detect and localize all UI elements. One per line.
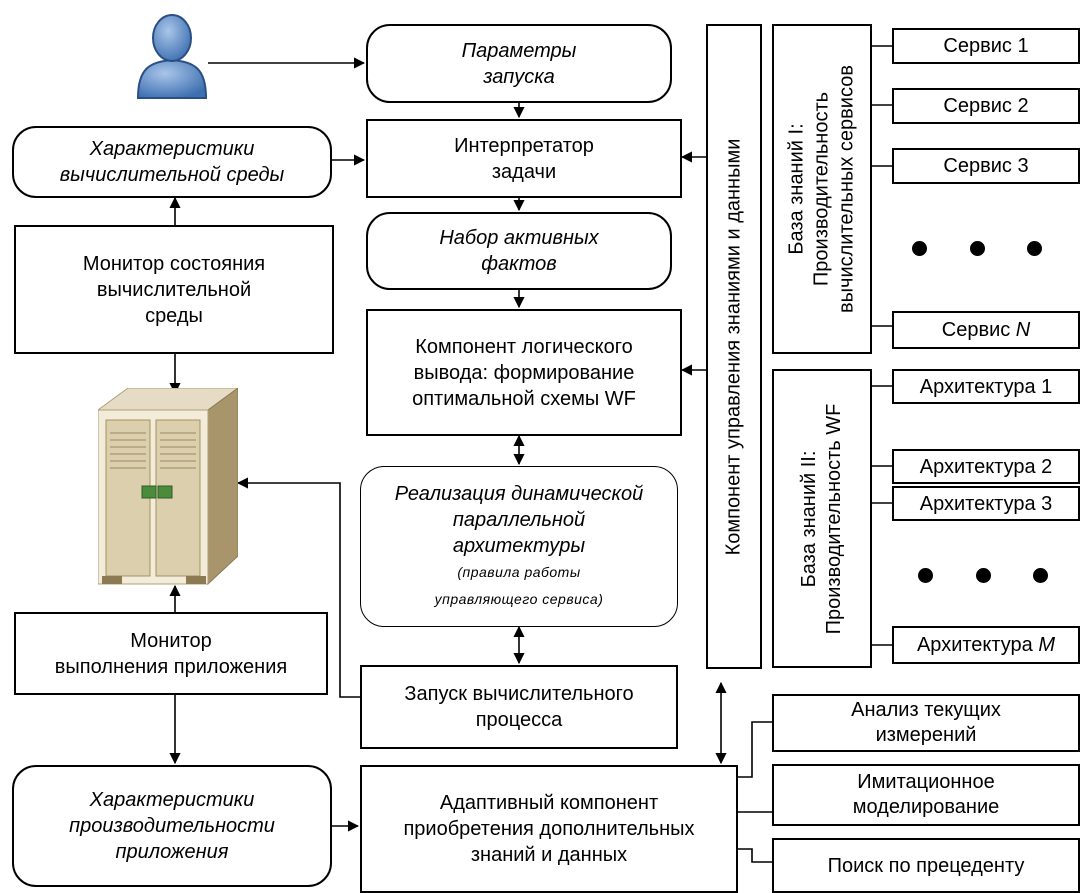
service-1: Сервис 1 <box>892 28 1080 64</box>
service-1-label: Сервис 1 <box>943 35 1029 57</box>
edge-adaptive-to-analysis <box>738 721 772 778</box>
node-knowledge-base-1-line3: вычислительных сервисов <box>835 65 858 313</box>
node-app-monitor: Монитор выполнения приложения <box>14 612 328 695</box>
node-dynamic-architecture-line3: архитектуры <box>452 534 586 557</box>
node-simulation-line1: Имитационное <box>857 771 995 793</box>
node-env-monitor-line2: вычислительной <box>96 278 252 301</box>
ellipsis-dot <box>918 567 933 583</box>
node-inference-line1: Компонент логического <box>415 335 633 358</box>
node-knowledge-management: Компонент управления знаниями и данными <box>706 24 762 669</box>
node-inference-line3: оптимальной схемы WF <box>412 387 636 410</box>
node-simulation-modeling: Имитационное моделирование <box>772 764 1080 826</box>
node-launch-params-line2: запуска <box>483 65 555 88</box>
node-app-performance-line1: Характеристики <box>89 789 255 811</box>
service-n: Сервис N <box>892 311 1080 349</box>
node-knowledge-base-1-label: База знаний I: Производительность вычисл… <box>785 65 860 313</box>
node-inference-line2: вывода: формирование <box>413 361 635 384</box>
architecture-1-label: Архитектура 1 <box>919 375 1053 398</box>
node-dynamic-architecture-note1: (правила работы <box>457 563 581 580</box>
node-dynamic-architecture-line2: параллельной <box>452 508 586 531</box>
node-analysis-line1: Анализ текущих <box>851 699 1001 721</box>
node-app-performance-line2: производительности <box>69 815 275 837</box>
node-active-facts: Набор активных фактов <box>366 212 672 290</box>
node-interpreter-line2: задачи <box>491 160 557 183</box>
architecture-2: Архитектура 2 <box>892 449 1080 484</box>
node-launch-params: Параметры запуска <box>366 24 672 103</box>
service-n-var: N <box>1015 319 1031 341</box>
node-app-performance: Характеристики производительности прилож… <box>12 765 332 887</box>
node-simulation-line2: моделирование <box>852 796 1000 818</box>
service-2-label: Сервис 2 <box>943 95 1029 117</box>
node-precedent-search: Поиск по прецеденту <box>772 838 1080 893</box>
node-knowledge-management-label: Компонент управления знаниями и данными <box>722 138 745 555</box>
node-active-facts-line2: фактов <box>481 253 557 275</box>
node-launch-process: Запуск вычислительного процесса <box>360 665 678 749</box>
node-analysis-line2: измерений <box>875 724 977 746</box>
node-app-monitor-line1: Монитор <box>130 629 212 652</box>
server-rack-icon <box>98 388 238 586</box>
architecture-3-label: Архитектура 3 <box>919 492 1053 515</box>
node-active-facts-line1: Набор активных <box>439 227 599 249</box>
ellipsis-dot <box>1033 567 1048 583</box>
node-env-monitor-line1: Монитор состояния <box>82 252 266 275</box>
node-knowledge-base-2-line2: Производительность WF <box>823 403 845 634</box>
service-3: Сервис 3 <box>892 148 1080 184</box>
ellipsis-dot <box>1027 240 1042 256</box>
architecture-2-label: Архитектура 2 <box>919 455 1053 478</box>
ellipsis-dot <box>912 240 927 256</box>
node-knowledge-base-2: База знаний II: Производительность WF <box>772 369 872 668</box>
node-knowledge-base-1-line2: Производительность <box>810 91 833 287</box>
architecture-1: Архитектура 1 <box>892 369 1080 404</box>
node-env-monitor: Монитор состояния вычислительной среды <box>14 225 334 354</box>
node-dynamic-architecture-line1: Реализация динамической <box>394 482 644 505</box>
node-adaptive: Адаптивный компонент приобретения дополн… <box>360 765 738 893</box>
node-env-characteristics: Характеристики вычислительной среды <box>12 126 332 198</box>
node-knowledge-base-1-line1: База знаний I: <box>785 123 808 255</box>
ellipsis-dot <box>969 240 985 256</box>
node-knowledge-base-1: База знаний I: Производительность вычисл… <box>772 24 872 354</box>
architecture-m-prefix: Архитектура <box>916 634 1039 656</box>
node-current-measurements-analysis: Анализ текущих измерений <box>772 694 1080 752</box>
architecture-m: Архитектура M <box>892 626 1080 664</box>
node-env-characteristics-line1: Характеристики <box>89 138 255 160</box>
edge-adaptive-to-precedent <box>738 848 772 863</box>
node-knowledge-base-2-label: База знаний II: Производительность WF <box>797 403 847 634</box>
user-icon <box>136 14 208 99</box>
node-launch-process-line1: Запуск вычислительного <box>404 683 634 705</box>
node-adaptive-line3: знаний и данных <box>470 844 628 866</box>
node-dynamic-architecture: Реализация динамической параллельной арх… <box>360 466 678 627</box>
node-app-performance-line3: приложения <box>115 841 229 863</box>
node-interpreter-line1: Интерпретатор <box>454 134 594 157</box>
node-dynamic-architecture-note2: управляющего сервиса) <box>434 590 604 607</box>
node-knowledge-base-2-line1: База знаний II: <box>798 450 820 587</box>
node-launch-params-line1: Параметры <box>461 39 577 62</box>
architectures-ellipsis <box>918 567 1048 583</box>
node-adaptive-line2: приобретения дополнительных <box>403 818 695 840</box>
node-precedent-label: Поиск по прецеденту <box>827 854 1025 877</box>
service-2: Сервис 2 <box>892 88 1080 124</box>
node-adaptive-line1: Адаптивный компонент <box>439 792 659 814</box>
node-env-monitor-line3: среды <box>145 304 203 327</box>
node-interpreter: Интерпретатор задачи <box>366 119 682 198</box>
node-inference: Компонент логического вывода: формирован… <box>366 309 682 436</box>
architecture-m-var: M <box>1038 634 1056 656</box>
edge-launch-to-server <box>236 477 360 698</box>
service-3-label: Сервис 3 <box>943 155 1029 177</box>
architecture-3: Архитектура 3 <box>892 486 1080 521</box>
ellipsis-dot <box>975 567 991 583</box>
node-launch-process-line2: процесса <box>475 709 563 731</box>
node-app-monitor-line2: выполнения приложения <box>54 655 288 678</box>
service-n-prefix: Сервис <box>941 319 1016 341</box>
node-env-characteristics-line2: вычислительной среды <box>59 164 285 186</box>
services-ellipsis <box>912 240 1042 256</box>
